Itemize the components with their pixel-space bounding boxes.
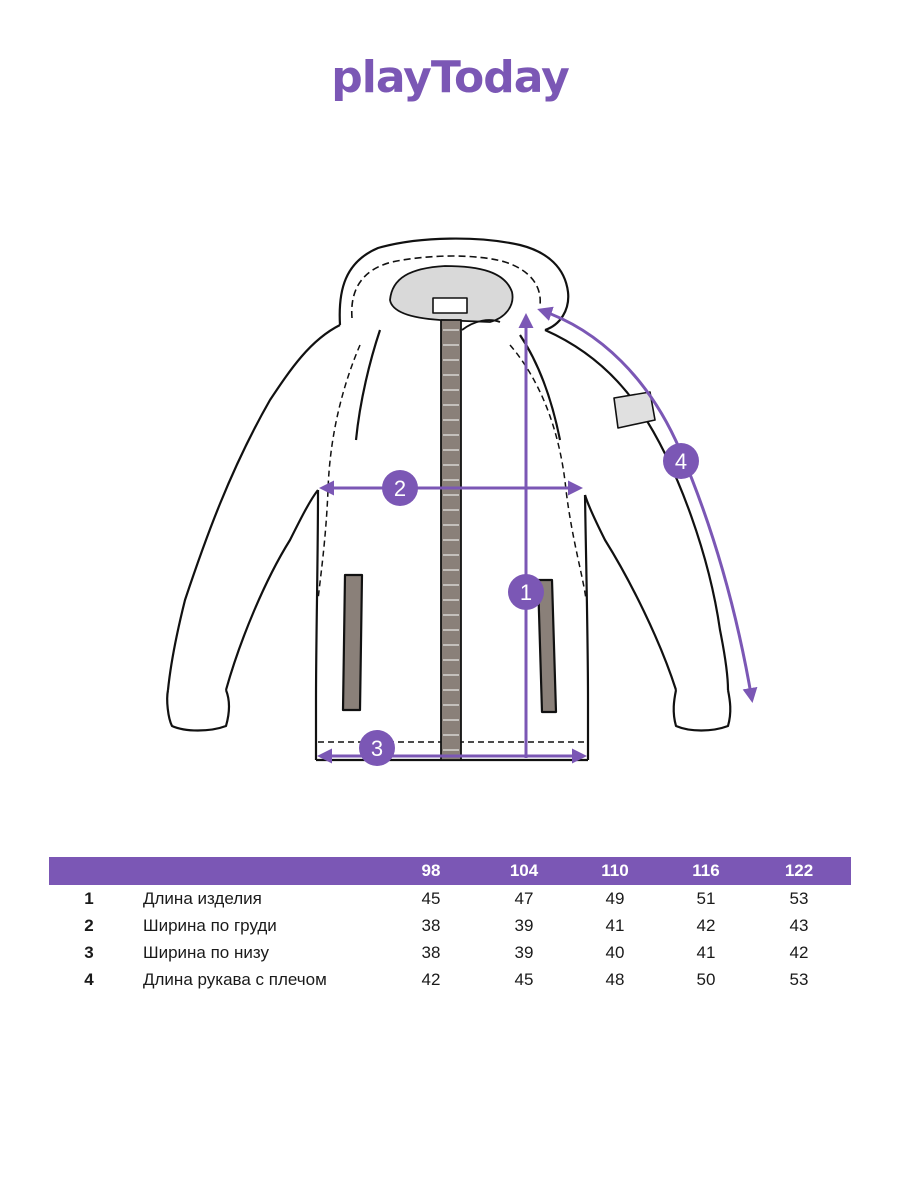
row-value: 45 <box>514 970 534 989</box>
row-value: 42 <box>789 943 809 962</box>
row-value: 47 <box>514 889 534 908</box>
row-label: Ширина по груди <box>143 916 277 935</box>
row-value: 45 <box>421 889 441 908</box>
row-value: 53 <box>789 970 809 989</box>
size-table-header: 98 104 110 116 122 <box>49 857 851 885</box>
row-value: 50 <box>696 970 716 989</box>
size-header: 110 <box>601 861 629 880</box>
row-value: 39 <box>514 916 534 935</box>
svg-text:2: 2 <box>394 476 406 501</box>
measure-line-4 <box>537 306 758 703</box>
marker-3: 3 <box>359 730 395 766</box>
row-value: 39 <box>514 943 534 962</box>
size-header: 122 <box>784 861 814 880</box>
row-value: 53 <box>789 889 809 908</box>
row-value: 41 <box>605 916 625 935</box>
row-number: 4 <box>84 970 94 989</box>
row-label: Длина рукава с плечом <box>143 970 327 989</box>
size-header: 116 <box>692 861 720 880</box>
row-value: 41 <box>696 943 716 962</box>
svg-text:3: 3 <box>371 736 383 761</box>
jacket-outline <box>166 237 732 762</box>
row-value: 43 <box>789 916 809 935</box>
row-number: 2 <box>84 916 94 935</box>
row-value: 42 <box>421 970 441 989</box>
row-label: Длина изделия <box>143 889 262 908</box>
row-label: Ширина по низу <box>143 943 269 962</box>
table-row: 1 Длина изделия 45 47 49 51 53 <box>49 885 851 912</box>
row-value: 42 <box>696 916 716 935</box>
table-row: 4 Длина рукава с плечом 42 45 48 50 53 <box>49 966 851 993</box>
brand-name: playToday <box>331 52 570 103</box>
table-row: 2 Ширина по груди 38 39 41 42 43 <box>49 912 851 939</box>
row-value: 38 <box>421 916 441 935</box>
size-table: 98 104 110 116 122 1 Длина изделия 45 47… <box>49 857 851 993</box>
marker-4: 4 <box>663 443 699 479</box>
brand-logo: playToday <box>0 52 900 103</box>
row-number: 1 <box>84 889 94 908</box>
row-value: 51 <box>696 889 716 908</box>
jacket-diagram: 1 2 3 4 <box>166 237 758 766</box>
row-value: 48 <box>605 970 625 989</box>
row-value: 40 <box>605 943 625 962</box>
marker-2: 2 <box>382 470 418 506</box>
row-value: 38 <box>421 943 441 962</box>
row-value: 49 <box>605 889 625 908</box>
svg-text:4: 4 <box>675 449 687 474</box>
size-header: 98 <box>421 861 441 880</box>
row-number: 3 <box>84 943 94 962</box>
measure-lines <box>317 306 758 764</box>
size-header: 104 <box>509 861 539 880</box>
table-row: 3 Ширина по низу 38 39 40 41 42 <box>49 939 851 966</box>
marker-1: 1 <box>508 574 544 610</box>
svg-text:1: 1 <box>520 580 532 605</box>
